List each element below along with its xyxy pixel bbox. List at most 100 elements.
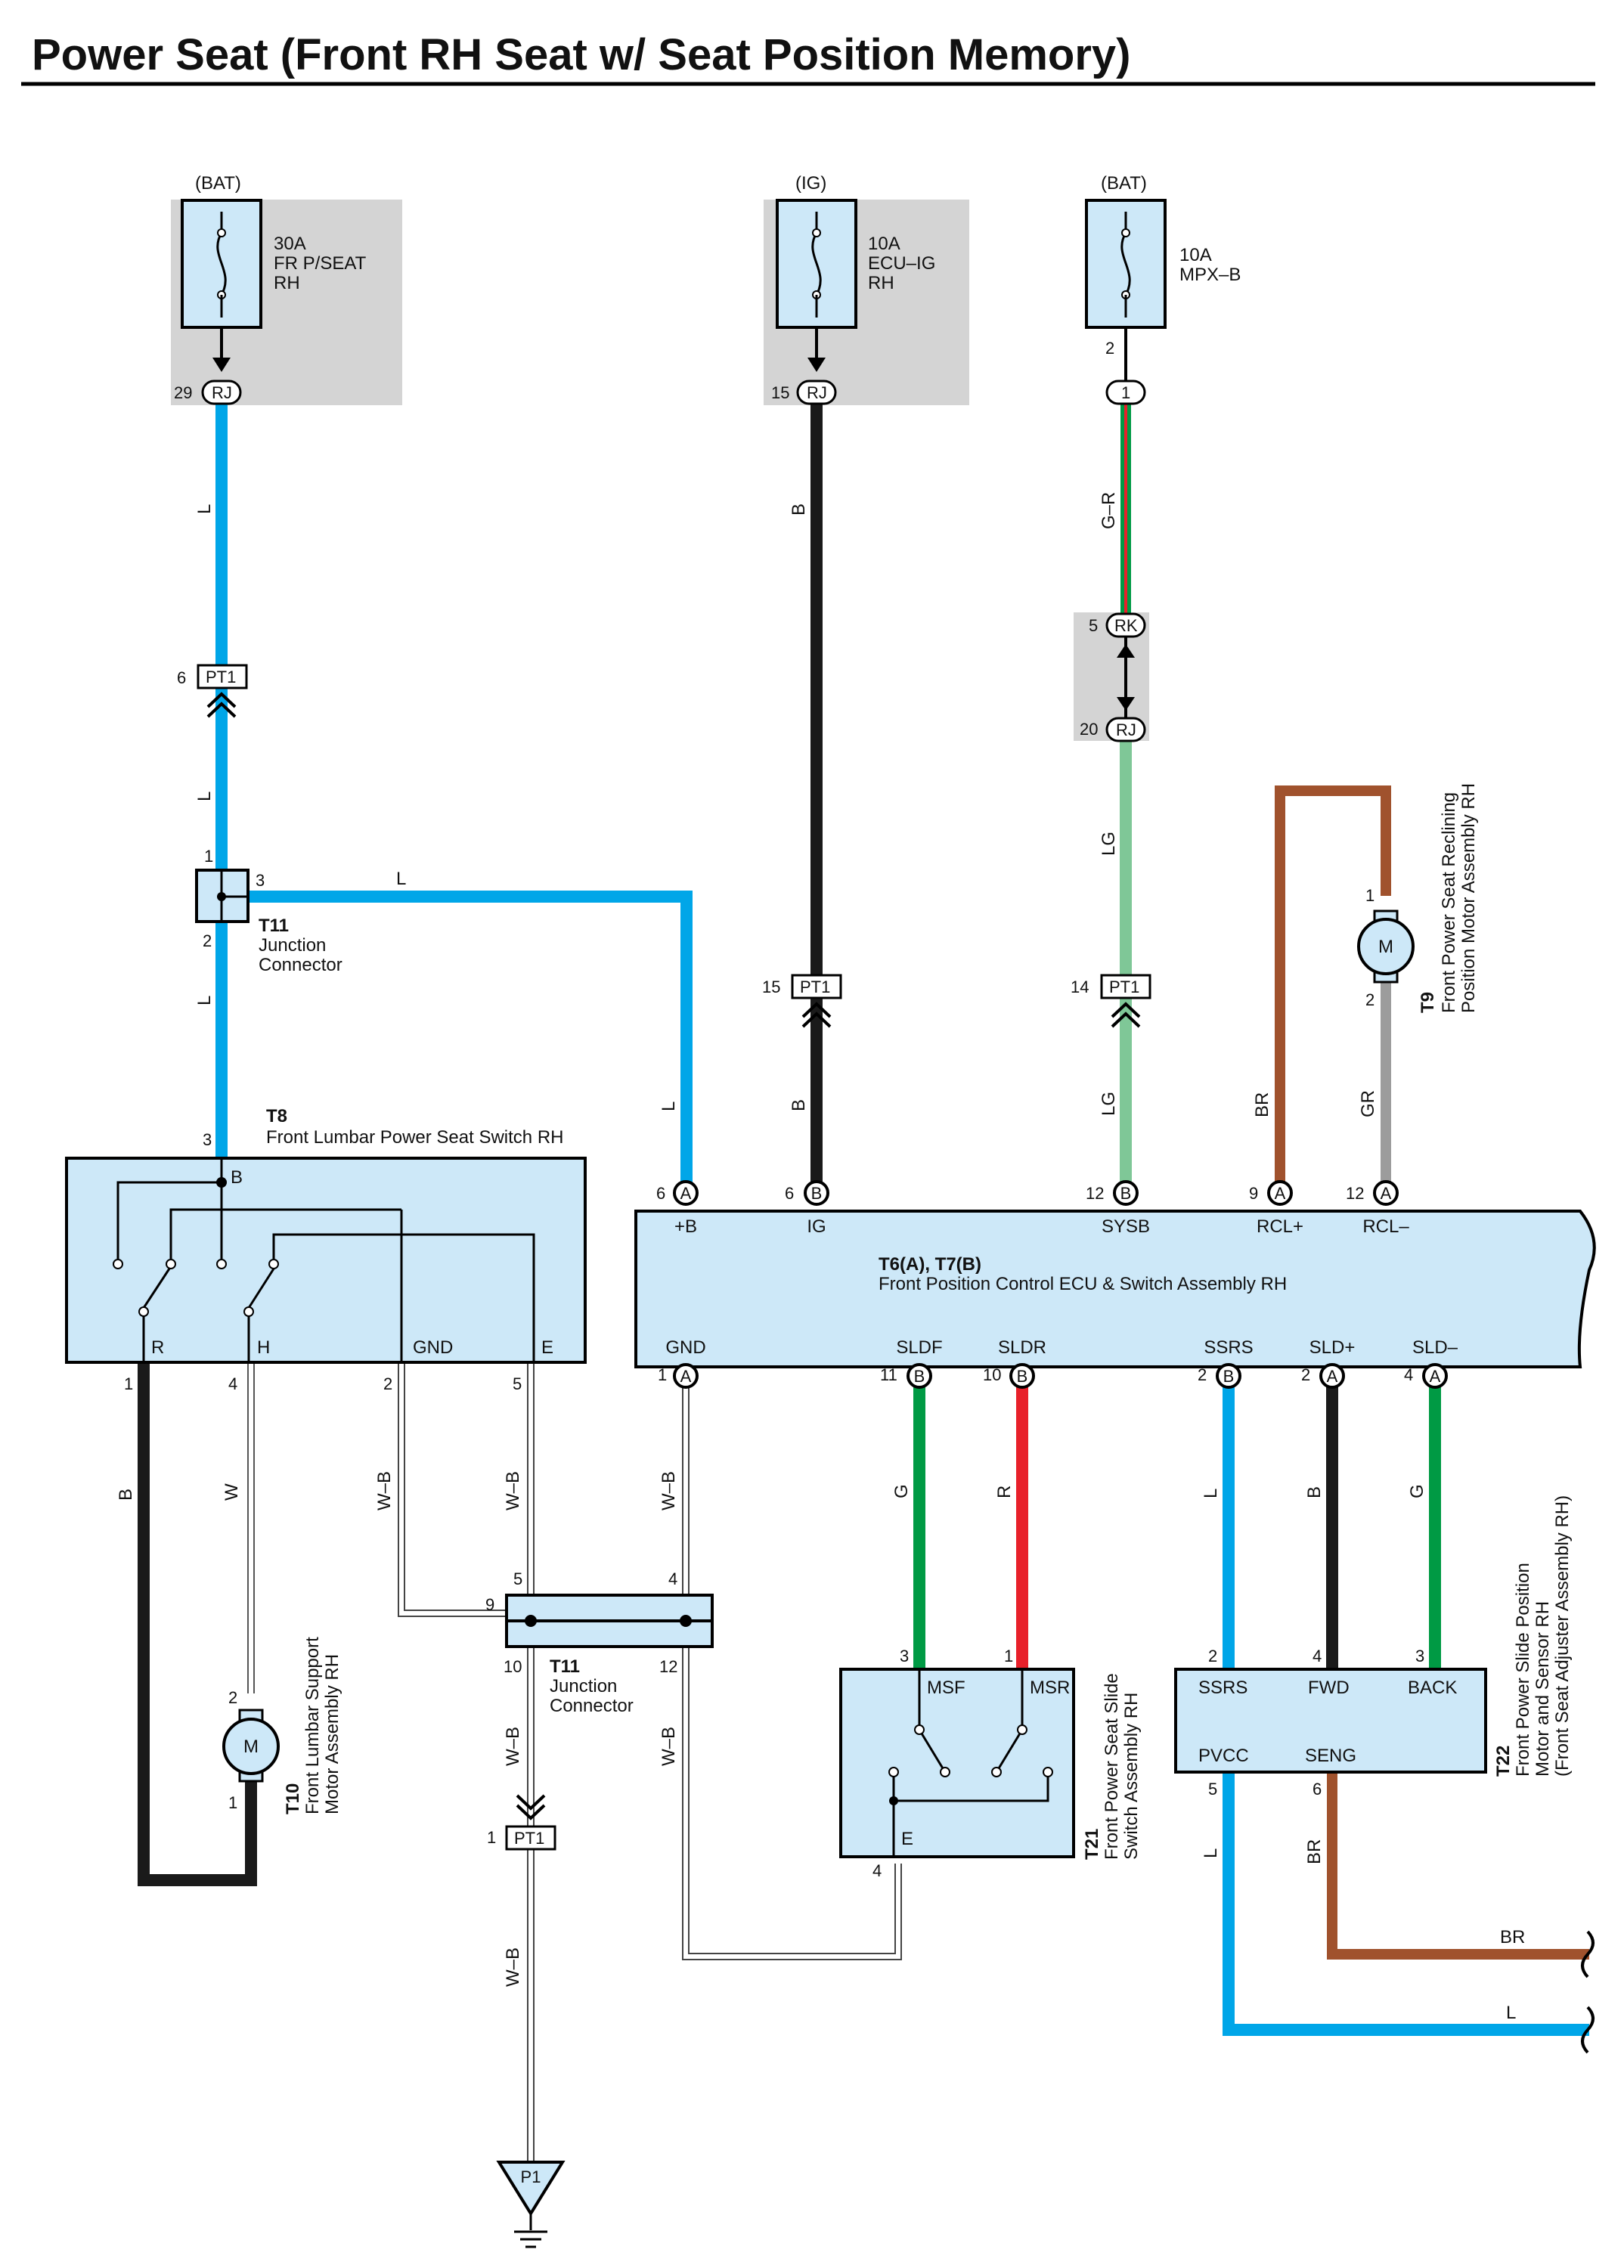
svg-text:A: A [1430, 1367, 1441, 1386]
junction-t11-top: 1 3 2 T11 Junction Connector [195, 847, 342, 975]
svg-text:(IG): (IG) [795, 173, 826, 194]
svg-text:RK: RK [1114, 616, 1138, 635]
break-mark-l [1581, 2006, 1595, 2054]
svg-text:A: A [1327, 1367, 1338, 1386]
svg-text:B: B [116, 1489, 136, 1501]
svg-text:A: A [1381, 1184, 1392, 1203]
svg-text:1: 1 [1004, 1647, 1013, 1665]
conn-rj-29: 29 RJ [174, 380, 242, 405]
svg-text:12: 12 [659, 1657, 677, 1676]
svg-text:12: 12 [1086, 1184, 1104, 1203]
svg-text:B: B [914, 1367, 925, 1386]
svg-text:4: 4 [668, 1569, 677, 1588]
svg-text:GR: GR [1358, 1090, 1378, 1117]
svg-text:L: L [1201, 1848, 1221, 1858]
svg-text:BR: BR [1500, 1927, 1525, 1947]
svg-text:+B: +B [674, 1216, 697, 1237]
wire-w-b-group [398, 1361, 902, 2162]
svg-text:SLD+: SLD+ [1309, 1337, 1356, 1358]
svg-text:PVCC: PVCC [1198, 1746, 1249, 1766]
fuse-1: (BAT) 30A FR P/SEAT RH [181, 173, 367, 372]
svg-text:SLDR: SLDR [998, 1337, 1046, 1358]
svg-text:GND: GND [665, 1337, 705, 1358]
svg-text:T6(A), T7(B): T6(A), T7(B) [879, 1254, 981, 1275]
svg-text:G–R: G–R [1099, 492, 1119, 529]
svg-text:1: 1 [1365, 886, 1375, 905]
svg-text:Front Lumbar Support: Front Lumbar Support [302, 1637, 323, 1814]
motor-t10: 2 M 1 T10 Front Lumbar Support Motor Ass… [222, 1637, 342, 1814]
svg-text:PT1: PT1 [514, 1829, 544, 1848]
svg-text:6: 6 [785, 1184, 794, 1203]
svg-text:2: 2 [1198, 1365, 1207, 1384]
svg-text:Front Position Control ECU & S: Front Position Control ECU & Switch Asse… [879, 1274, 1287, 1294]
svg-text:14: 14 [1071, 978, 1089, 996]
svg-text:GND: GND [413, 1337, 453, 1358]
switch-t21: 3 1 MSF MSR E 4 T21 Front Power Seat Sli… [839, 1647, 1142, 1880]
conn-pin-1: 1 [1105, 380, 1146, 405]
svg-text:W–B: W–B [659, 1471, 679, 1510]
svg-text:LG: LG [1099, 832, 1119, 856]
svg-text:1: 1 [487, 1828, 496, 1847]
svg-text:L: L [194, 504, 215, 514]
svg-text:L: L [194, 792, 215, 801]
switch-t8: T8 Front Lumbar Power Seat Switch RH 3 B… [65, 1106, 587, 1393]
svg-text:G: G [891, 1484, 912, 1498]
wire-br-seng [1327, 1773, 1589, 1960]
svg-text:T22: T22 [1493, 1746, 1514, 1777]
svg-text:Front Power Seat Reclining: Front Power Seat Reclining [1439, 792, 1459, 1013]
svg-text:B: B [1120, 1184, 1132, 1203]
svg-text:MSR: MSR [1030, 1678, 1070, 1698]
conn-pt1-1: 1 PT1 [487, 1794, 556, 1851]
svg-text:(BAT): (BAT) [1101, 173, 1147, 194]
svg-text:E: E [901, 1829, 913, 1849]
svg-text:11: 11 [880, 1365, 897, 1384]
break-mark-br [1581, 1930, 1595, 1978]
svg-text:2: 2 [1105, 339, 1114, 358]
wire-br-recline [1275, 785, 1391, 1190]
svg-text:W: W [222, 1483, 242, 1501]
svg-text:MPX–B: MPX–B [1179, 265, 1241, 285]
svg-text:5: 5 [1208, 1780, 1217, 1799]
svg-text:SLDF: SLDF [896, 1337, 942, 1358]
svg-text:RH: RH [868, 273, 894, 293]
svg-text:6: 6 [656, 1184, 665, 1203]
svg-text:SSRS: SSRS [1198, 1678, 1247, 1698]
svg-text:FWD: FWD [1308, 1678, 1350, 1698]
svg-text:A: A [680, 1367, 692, 1386]
svg-text:3: 3 [203, 1130, 212, 1149]
svg-text:T21: T21 [1082, 1829, 1102, 1860]
svg-text:L: L [659, 1101, 679, 1111]
svg-text:12: 12 [1346, 1184, 1364, 1203]
svg-text:4: 4 [1404, 1365, 1413, 1384]
svg-text:M: M [243, 1737, 259, 1757]
svg-text:B: B [789, 503, 809, 516]
svg-text:Position Motor Assembly RH: Position Motor Assembly RH [1458, 783, 1479, 1013]
svg-text:2: 2 [1208, 1647, 1217, 1665]
svg-text:H: H [257, 1337, 270, 1358]
svg-text:Connector: Connector [550, 1696, 634, 1716]
svg-text:3: 3 [900, 1647, 909, 1665]
svg-text:RJ: RJ [1116, 720, 1136, 739]
svg-text:5: 5 [1089, 616, 1098, 635]
ecu-pins-bottom: A 1 B 11 B 10 B 2 A 2 A 4 [658, 1363, 1448, 1389]
svg-text:10A: 10A [868, 234, 900, 254]
svg-text:M: M [1378, 937, 1393, 957]
motor-sensor-t22: 2 4 3 SSRS FWD BACK PVCC SENG 5 6 T22 Fr… [1174, 1495, 1573, 1799]
svg-text:PT1: PT1 [1109, 978, 1139, 996]
svg-text:T11: T11 [550, 1656, 580, 1677]
svg-text:3: 3 [1415, 1647, 1424, 1665]
svg-text:9: 9 [1249, 1184, 1258, 1203]
svg-text:6: 6 [1313, 1780, 1322, 1799]
svg-text:Front Lumbar Power Seat Switch: Front Lumbar Power Seat Switch RH [266, 1127, 563, 1148]
svg-text:IG: IG [807, 1216, 826, 1237]
svg-text:W–B: W–B [503, 1471, 523, 1510]
conn-rj-15: 15 RJ [771, 380, 837, 405]
svg-text:Front Power Seat Slide: Front Power Seat Slide [1102, 1673, 1122, 1860]
svg-text:4: 4 [1313, 1647, 1322, 1665]
svg-text:9: 9 [485, 1595, 494, 1614]
svg-text:L: L [396, 869, 406, 889]
svg-text:1: 1 [658, 1365, 667, 1384]
svg-text:2: 2 [1365, 990, 1375, 1009]
svg-text:(Front Seat Adjuster Assembly: (Front Seat Adjuster Assembly RH) [1552, 1495, 1573, 1777]
